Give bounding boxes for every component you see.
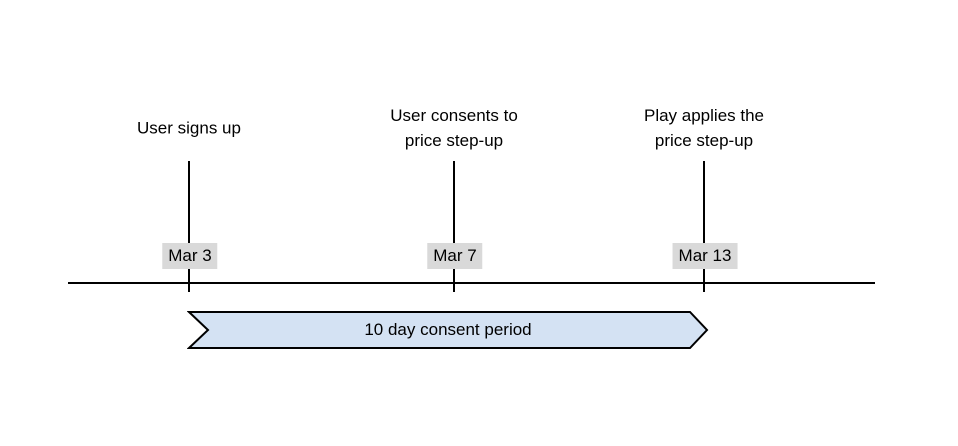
period-label: 10 day consent period — [364, 320, 532, 339]
event-title-line: User consents to — [390, 106, 518, 125]
timeline-axis — [68, 282, 875, 284]
event-title: User signs up — [137, 116, 241, 141]
period-arrow-icon — [187, 311, 709, 349]
event-title-line: price step-up — [654, 131, 754, 150]
event-title-line: Play applies the — [643, 106, 765, 125]
period-arrow-shape — [187, 311, 709, 349]
event-tick-line — [703, 161, 705, 292]
event-title-line: price step-up — [404, 131, 504, 150]
event-title: User consents to price step-up — [390, 103, 518, 153]
event-title-line: User signs up — [137, 118, 241, 138]
event-title: Play applies the price step-up — [644, 103, 764, 153]
event-date-badge: Mar 7 — [427, 243, 483, 269]
consent-period-banner: 10 day consent period — [187, 310, 709, 350]
event-tick-line — [188, 161, 190, 292]
event-tick-line — [453, 161, 455, 292]
event-date-badge: Mar 13 — [672, 243, 738, 269]
event-date-badge: Mar 3 — [162, 243, 218, 269]
